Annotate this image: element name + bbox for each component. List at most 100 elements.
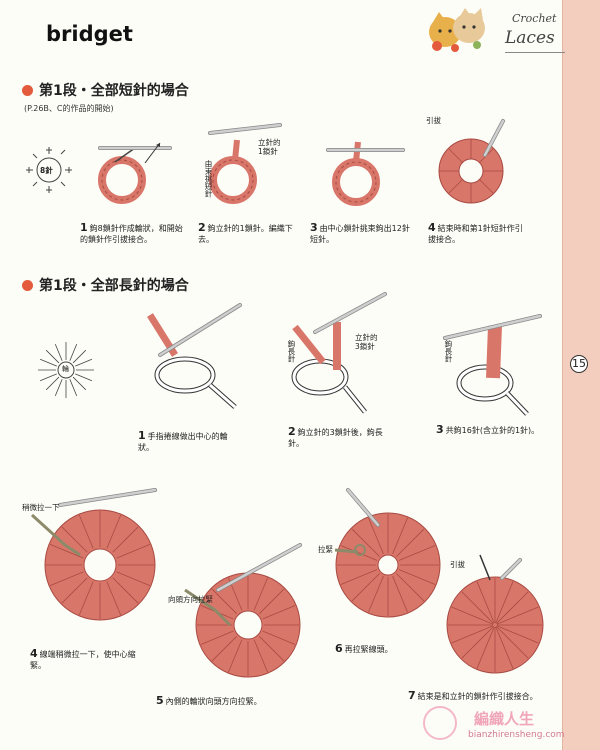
stitch-line — [392, 575, 408, 613]
right-margin-strip — [562, 0, 600, 750]
s2-pull-tight-label: 拉緊 — [318, 545, 333, 554]
stitch-line — [476, 581, 495, 624]
stitch-line — [45, 376, 60, 391]
stitch-line — [49, 571, 84, 587]
stitch-line — [69, 379, 78, 397]
stitch-line — [106, 581, 122, 616]
s2-hook-dc-label: 鉤長針 — [287, 340, 296, 363]
cat-logo-illustration — [429, 8, 485, 52]
stitch-line — [106, 514, 122, 549]
stitch-line — [78, 514, 94, 549]
stitch-line — [228, 639, 243, 673]
stitch-line — [496, 625, 539, 644]
stitch-line — [340, 569, 378, 585]
logo-laces-text: Laces — [505, 28, 555, 48]
logo-underline — [505, 52, 565, 53]
stitch-line — [112, 526, 139, 553]
stitch-line — [262, 630, 296, 645]
stitch-line — [116, 543, 151, 559]
s1-step2-figure — [208, 123, 282, 204]
stitch-line — [75, 358, 93, 367]
s2-step7-figure — [446, 554, 544, 674]
stitch-line — [396, 573, 425, 602]
stitch-line — [259, 588, 285, 614]
stitch-line — [72, 349, 87, 364]
section2-title-text: 第1段・全部長針的場合 — [39, 278, 189, 294]
s1-from-back-label: 由束挑短針 — [204, 160, 213, 198]
section1-center-label: 8針 — [40, 166, 53, 175]
s2-step6-figure — [334, 488, 441, 618]
footer-logo-circle — [423, 706, 457, 740]
stitch-line — [78, 581, 94, 616]
stitch-line — [116, 571, 151, 587]
stitch-line — [61, 526, 88, 553]
stitch-line — [495, 581, 514, 624]
section1-title-text: 第1段・全部短針的場合 — [39, 83, 189, 99]
stitch-line — [476, 626, 495, 669]
stitch-line — [72, 376, 87, 391]
stitch-line — [351, 573, 380, 602]
s2-standing-chain3-label: 立針的 3鎖針 — [355, 333, 378, 351]
s2-pull-head-label: 向頭方向拉緊 — [168, 595, 213, 604]
section1-title: 第1段・全部短針的場合 — [22, 80, 189, 100]
stitch-line — [340, 545, 378, 561]
stitch-line — [69, 343, 78, 361]
stitch-line — [451, 625, 494, 644]
bullet-dot-icon — [22, 84, 33, 96]
stitch-line — [61, 577, 88, 604]
s1-standing-chain-label: 立針的 1鎖針 — [258, 138, 281, 156]
s2-step4-figure — [30, 488, 157, 621]
stitch-line — [368, 517, 384, 555]
stitch-line — [54, 343, 63, 361]
stitch-line — [253, 577, 268, 611]
s1-step1-figure — [98, 142, 172, 204]
s1-slip-label: 引拔 — [426, 116, 441, 125]
stitch-line — [49, 543, 84, 559]
stitch-line — [259, 636, 285, 662]
stitch-line — [253, 639, 268, 673]
bullet-dot-icon — [22, 279, 33, 291]
uploader-watermark: bridget — [46, 22, 133, 46]
page-number: 15 — [570, 355, 588, 373]
s2-pull-slightly-label: 稍微拉一下 — [22, 503, 60, 512]
stitch-line — [75, 373, 93, 382]
stitch-line — [495, 626, 514, 669]
stitch-line — [45, 349, 60, 364]
s2-step5-figure — [184, 543, 302, 678]
s2-slip-label: 引拔 — [450, 560, 465, 569]
section1-symbol-chart — [26, 147, 72, 193]
stitch-line — [262, 605, 296, 620]
s2-hook-dc2-label: 鉤長針 — [444, 340, 453, 363]
stitch-line — [461, 626, 494, 659]
s1-step4-figure — [438, 119, 505, 204]
stitch-line — [211, 636, 237, 662]
stitch-line — [451, 606, 494, 625]
section2-title: 第1段・全部長針的場合 — [22, 275, 189, 295]
footer-url: bianzhirensheng.com — [468, 730, 565, 740]
footer-watermark: 編織人生 — [474, 710, 535, 728]
section2-center-label: 輪 — [62, 365, 69, 373]
stitch-line — [351, 528, 380, 557]
stitch-line — [39, 358, 57, 367]
s2-step1-figure — [147, 303, 242, 409]
stitch-line — [496, 606, 539, 625]
stitch-line — [54, 379, 63, 397]
stitch-line — [496, 626, 529, 659]
stitch-line — [392, 517, 408, 555]
stitch-line — [112, 577, 139, 604]
stitch-line — [496, 591, 529, 624]
stitch-line — [461, 591, 494, 624]
s2-step3-figure — [443, 314, 542, 416]
section2-symbol-chart — [38, 342, 94, 398]
